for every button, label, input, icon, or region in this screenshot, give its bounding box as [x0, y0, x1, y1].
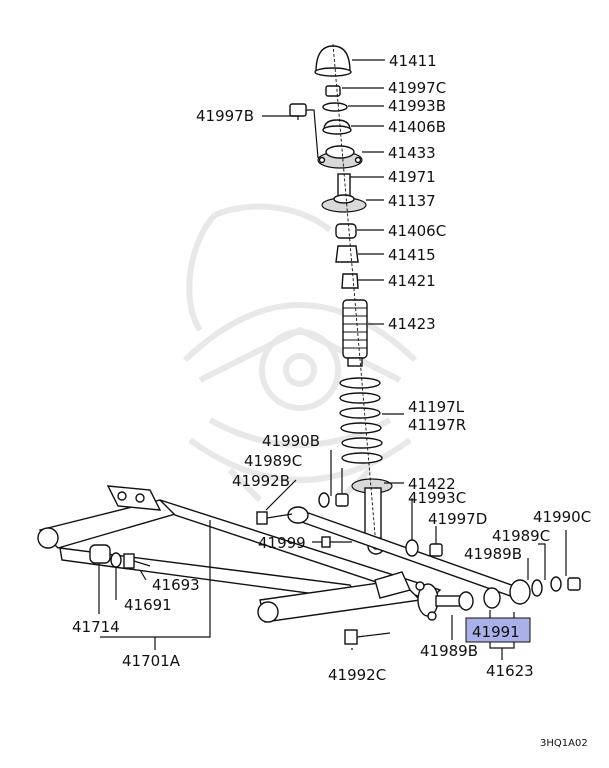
- bump-rubber-part: [341, 273, 359, 289]
- label-41993c: 41993C: [408, 489, 466, 507]
- label-41993b: 41993B: [388, 97, 446, 115]
- label-41693: 41693: [152, 576, 200, 594]
- label-41997b: 41997B: [196, 107, 254, 125]
- shock-upper-hardware: [318, 492, 443, 557]
- label-41423: 41423: [388, 315, 436, 333]
- part-labels: 41411 41997C 41997B 41993B 41406B 41433 …: [72, 52, 591, 749]
- lower-bushing-part: [335, 223, 357, 239]
- bump-stop-part: [335, 245, 359, 263]
- label-41197l: 41197L: [408, 398, 465, 416]
- washer-41691: [110, 552, 122, 568]
- label-41137: 41137: [388, 192, 436, 210]
- label-41691: 41691: [124, 596, 172, 614]
- label-41971: 41971: [388, 168, 436, 186]
- diagram-code: 3HQ1A02: [540, 738, 588, 749]
- label-41989b-lower: 41989B: [420, 642, 478, 660]
- label-41992c: 41992C: [328, 666, 386, 684]
- label-41991: 41991: [472, 623, 520, 641]
- spacer-collar-part: [337, 173, 351, 197]
- label-41415: 41415: [388, 246, 436, 264]
- strut-assembly: [314, 43, 393, 555]
- bolt-41992b: [256, 511, 293, 525]
- label-41406b: 41406B: [388, 118, 446, 136]
- top-nut-part: [325, 85, 341, 97]
- highlight-box-41991: [465, 617, 531, 643]
- label-41989c-left: 41989C: [244, 452, 302, 470]
- label-41623: 41623: [486, 662, 534, 680]
- label-41997c: 41997C: [388, 79, 446, 97]
- label-41997d: 41997D: [428, 510, 487, 528]
- dust-boot-part: [342, 299, 368, 367]
- label-41197r: 41197R: [408, 416, 466, 434]
- label-41999: 41999: [258, 534, 306, 552]
- bolt-41992c: [344, 629, 391, 645]
- label-41406c: 41406C: [388, 222, 446, 240]
- label-41421: 41421: [388, 272, 436, 290]
- coil-spring-part: [339, 377, 383, 464]
- label-41989c-right: 41989C: [492, 527, 550, 545]
- label-41990b: 41990B: [262, 432, 320, 450]
- bushing-41714: [89, 544, 111, 564]
- label-41990c: 41990C: [533, 508, 591, 526]
- label-41989b-upper: 41989B: [464, 545, 522, 563]
- label-41701a: 41701A: [122, 652, 181, 670]
- label-41411: 41411: [389, 52, 437, 70]
- label-41992b: 41992B: [232, 472, 290, 490]
- label-41422: 41422: [408, 475, 456, 493]
- top-washer-part: [322, 102, 348, 112]
- upper-nut-41997b: [289, 103, 307, 117]
- leader-lines: [98, 59, 567, 660]
- label-41433: 41433: [388, 144, 436, 162]
- bolt-41693: [123, 553, 151, 569]
- hub-knuckle-part: [415, 581, 465, 621]
- label-41714: 41714: [72, 618, 120, 636]
